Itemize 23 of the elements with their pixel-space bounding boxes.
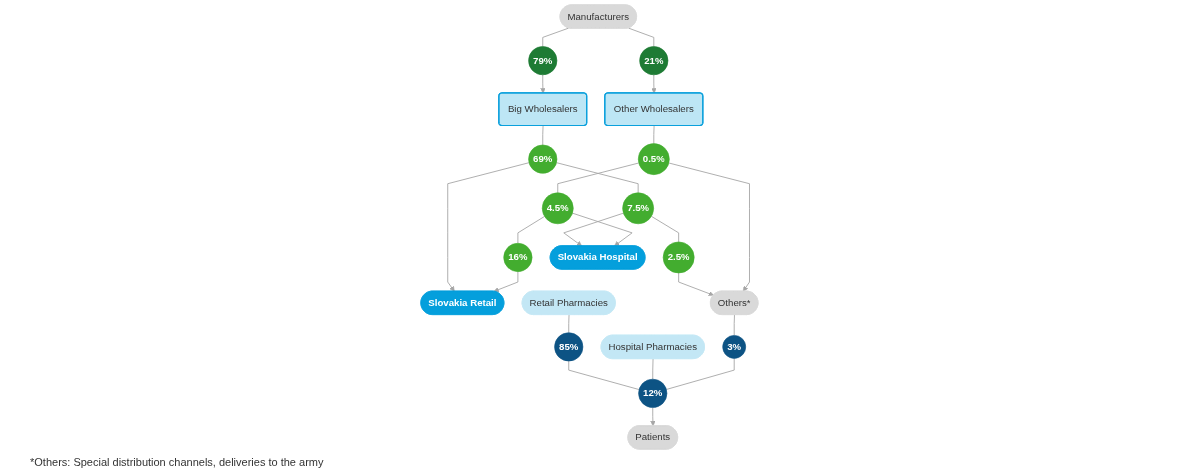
connector bbox=[651, 215, 680, 243]
node-circle: 21% bbox=[639, 46, 669, 76]
connector bbox=[652, 358, 654, 380]
connector bbox=[568, 314, 570, 334]
connector bbox=[517, 216, 546, 244]
node-circle: 12% bbox=[638, 378, 668, 408]
node-circle: 16% bbox=[503, 242, 533, 272]
node-circle: 0.5% bbox=[638, 143, 670, 175]
node-circle: 4.5% bbox=[542, 192, 574, 225]
connector bbox=[733, 314, 735, 336]
connector bbox=[628, 27, 655, 47]
node-circle: 2.5% bbox=[662, 241, 695, 274]
connector bbox=[568, 360, 640, 390]
connector bbox=[653, 125, 655, 145]
node-circle: 85% bbox=[554, 332, 584, 362]
connector bbox=[666, 357, 735, 390]
footnote: *Others: Special distribution channels, deliveries to the army bbox=[29, 455, 325, 470]
connector bbox=[542, 27, 570, 47]
node-circle: 79% bbox=[528, 46, 558, 76]
node-circle: 3% bbox=[722, 335, 747, 359]
connector bbox=[542, 125, 544, 146]
node-circle: 7.5% bbox=[622, 192, 655, 225]
node-circle: 69% bbox=[528, 144, 558, 174]
